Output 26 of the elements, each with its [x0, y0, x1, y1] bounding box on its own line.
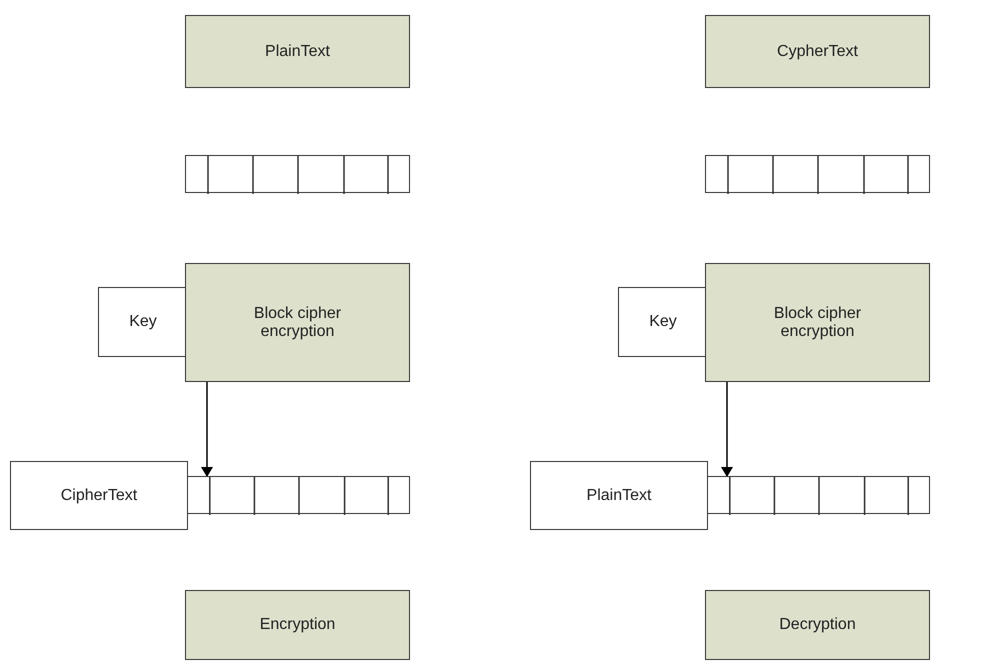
process-box: [705, 15, 930, 88]
label-box: [98, 287, 188, 357]
box-label: CypherText: [776, 42, 859, 60]
arrow: [721, 382, 733, 477]
box-label: Block cipher encryption: [772, 304, 862, 340]
label-box: [530, 461, 708, 530]
box-label: PlainText: [586, 486, 652, 504]
process-box: [185, 15, 410, 88]
process-box: [705, 263, 930, 382]
label-box: [10, 461, 188, 530]
box-label: Decryption: [778, 616, 857, 634]
box-label: CipherText: [60, 486, 138, 504]
segmented-block-bar: [705, 155, 930, 193]
box-label: Key: [648, 313, 678, 331]
segmented-block-bar: [187, 476, 410, 514]
box-label: Encryption: [258, 616, 336, 634]
box-label: Key: [128, 313, 158, 331]
process-box: [185, 263, 410, 382]
segmented-block-bar: [707, 476, 930, 514]
arrow: [201, 382, 213, 477]
segmented-block-bar: [185, 155, 410, 193]
label-box: [618, 287, 708, 357]
process-box: [705, 590, 930, 660]
process-box: [185, 590, 410, 660]
box-label: PlainText: [264, 42, 331, 60]
box-label: Block cipher encryption: [252, 304, 342, 340]
